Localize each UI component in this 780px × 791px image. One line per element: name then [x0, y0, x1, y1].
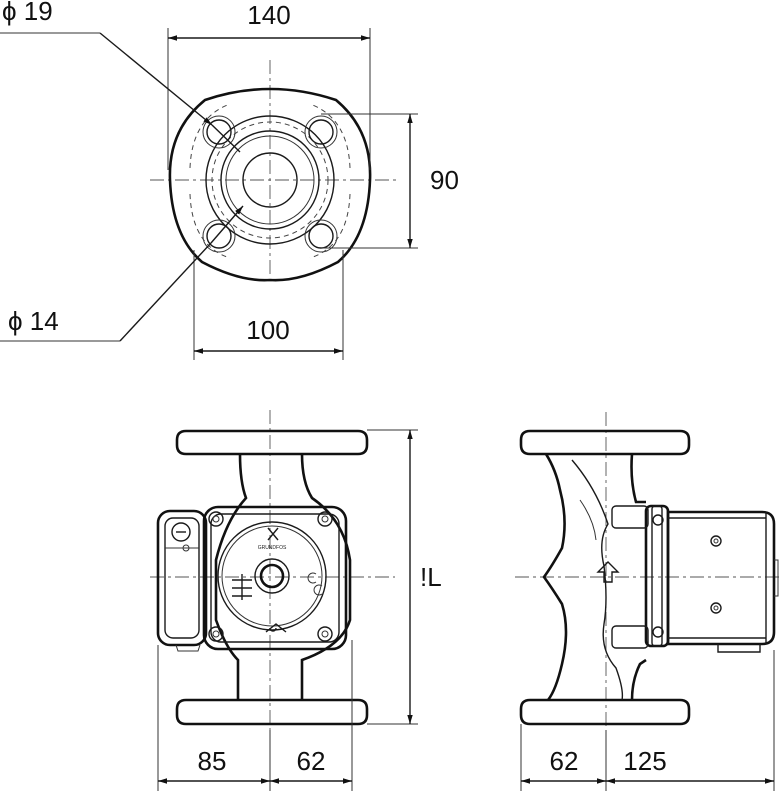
dim-90-label: 90	[430, 165, 459, 195]
leader-phi-14: ϕ 14	[0, 205, 244, 342]
dim-side-62-label: 62	[550, 746, 579, 776]
dim-front-62-label: 62	[297, 746, 326, 776]
dim-length-label: !L	[420, 562, 442, 592]
brand-label: GRUNDFOS	[258, 545, 287, 551]
dim-140: 140	[167, 0, 371, 170]
phi-14-label: ϕ 14	[8, 306, 59, 336]
dim-90: 90	[321, 113, 459, 249]
dim-100-label: 100	[246, 315, 289, 345]
dim-85-label: 85	[198, 746, 227, 776]
dim-125-label: 125	[623, 746, 666, 776]
dim-140-label: 140	[247, 0, 290, 30]
dim-length: !L	[367, 429, 442, 725]
dim-100: 100	[193, 250, 344, 360]
phi-19-label: ϕ 19	[2, 0, 53, 26]
dim-side-62-125: 62 125	[520, 650, 775, 791]
dim-front-85-62: 85 62	[157, 640, 353, 791]
flange-top-view	[150, 60, 400, 282]
leader-phi-19: ϕ 19	[0, 0, 241, 153]
pump-side-view	[515, 412, 780, 745]
pump-front-view: GRUNDFOS	[150, 410, 395, 745]
